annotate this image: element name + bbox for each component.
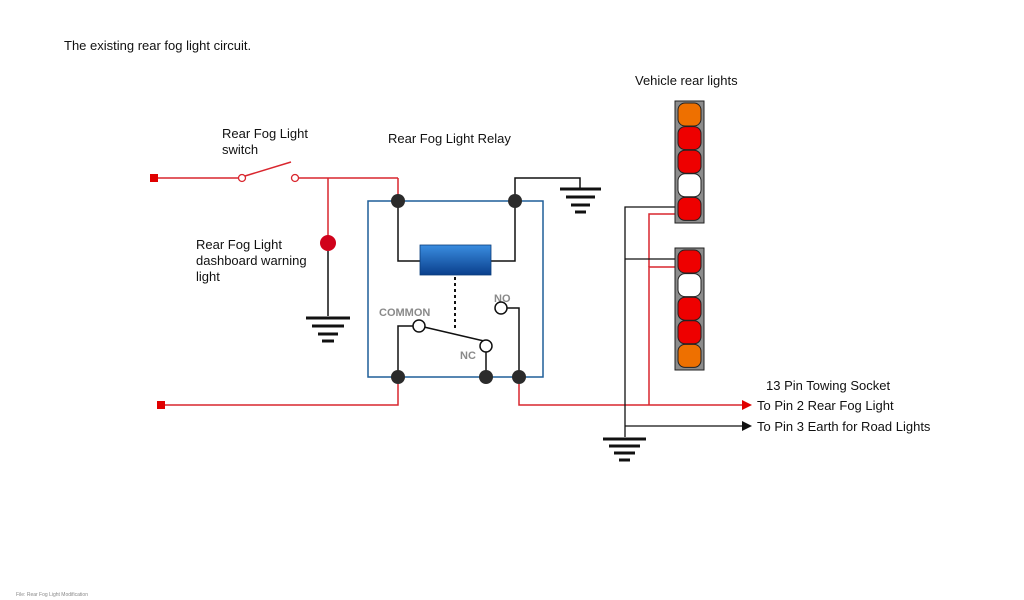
- lamp-red: [677, 249, 702, 274]
- nc-contact: [479, 339, 493, 353]
- relay-contacts: [397, 307, 520, 377]
- common-feed-wire: [163, 384, 399, 406]
- diagram-title: The existing rear fog light circuit.: [64, 38, 252, 53]
- lamp-white: [677, 273, 702, 298]
- pin2-arrow-icon: [742, 400, 752, 410]
- terminal-coil-live: [391, 194, 405, 208]
- coil-wiring: [397, 177, 581, 262]
- lamp-red: [677, 296, 702, 321]
- no-contact: [494, 301, 508, 315]
- light-cluster-upper: [674, 100, 705, 224]
- terminal-no: [512, 370, 526, 384]
- lamp-amber: [677, 102, 702, 127]
- earth-wiring: [624, 206, 742, 437]
- fog-output-wire: [518, 213, 742, 406]
- lamp-red: [677, 126, 702, 151]
- footer-filename: File: Rear Fog Light Modification: [16, 592, 88, 598]
- nc-terminal-label: NC: [460, 350, 476, 362]
- light-cluster-lower: [674, 247, 705, 371]
- warning-light-label-line2: dashboard warning: [196, 253, 307, 268]
- lamp-amber: [677, 343, 702, 368]
- towing-socket-label: 13 Pin Towing Socket: [766, 378, 891, 393]
- live-feed-wire: [156, 177, 399, 238]
- vehicle-rear-lights-label: Vehicle rear lights: [635, 73, 738, 88]
- lamp-red: [677, 320, 702, 345]
- relay-box: [367, 200, 544, 378]
- dashboard-warning-light: [320, 235, 336, 251]
- switch-label-line2: switch: [222, 142, 259, 157]
- pin3-label: To Pin 3 Earth for Road Lights: [757, 419, 931, 434]
- earth-symbol-warning: [306, 316, 350, 343]
- live-input-terminal: [150, 174, 158, 182]
- terminal-coil-earth: [508, 194, 522, 208]
- common-input-terminal: [157, 401, 165, 409]
- warning-light-label-line3: light: [196, 269, 220, 284]
- switch-label-line1: Rear Fog Light: [222, 126, 308, 141]
- relay-terminals: [391, 194, 526, 384]
- pin2-label: To Pin 2 Rear Fog Light: [757, 398, 894, 413]
- relay-coil: [419, 244, 492, 276]
- terminal-common: [391, 370, 405, 384]
- fog-light-switch[interactable]: [237, 161, 300, 183]
- lamp-white: [677, 173, 702, 198]
- earth-symbol-relay: [560, 187, 601, 214]
- rear-light-clusters: [674, 100, 705, 371]
- relay-label: Rear Fog Light Relay: [388, 131, 511, 146]
- lamp-red: [677, 149, 702, 174]
- lamp-red: [677, 196, 702, 221]
- warning-light-label-line1: Rear Fog Light: [196, 237, 282, 252]
- common-terminal-label: COMMON: [379, 307, 431, 319]
- common-contact: [412, 319, 426, 333]
- earth-symbol-lights: [603, 437, 646, 462]
- pin3-arrow-icon: [742, 421, 752, 431]
- terminal-nc: [479, 370, 493, 384]
